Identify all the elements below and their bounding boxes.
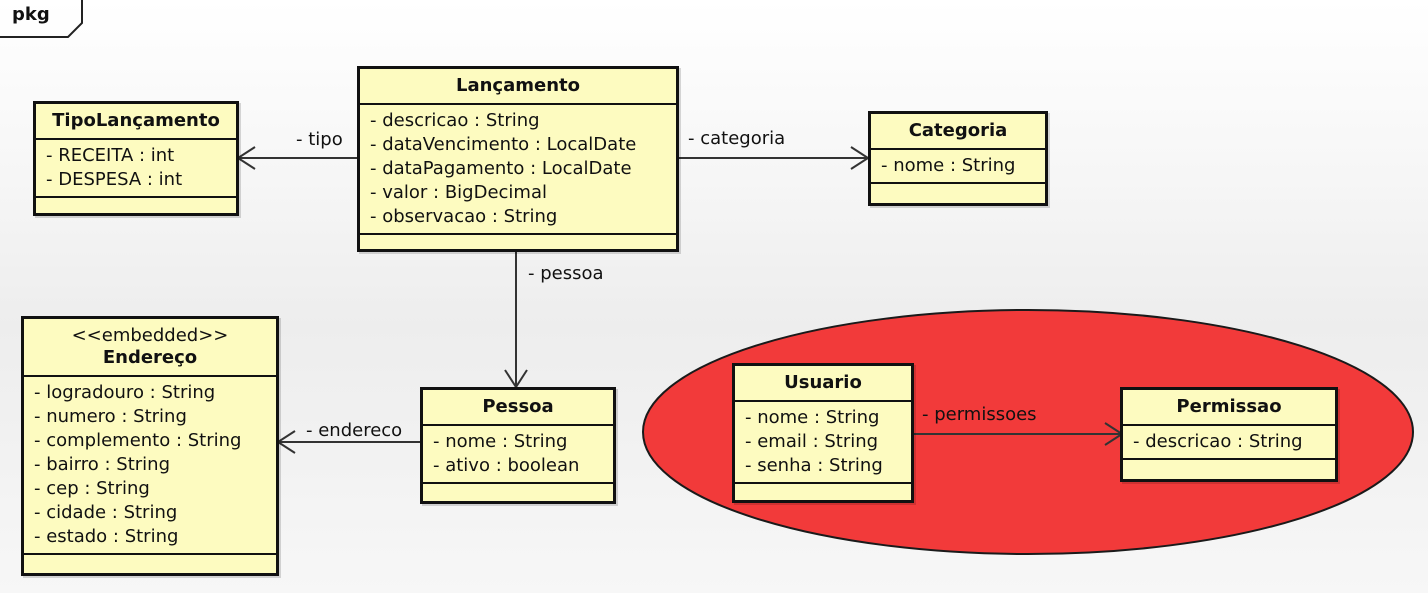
- attribute-compartment: - logradouro : String - numero : String …: [24, 377, 276, 555]
- attribute: - email : String: [745, 431, 879, 452]
- attribute: - ativo : boolean: [433, 455, 580, 476]
- attribute-compartment: - nome : String - email : String - senha…: [735, 402, 911, 484]
- package-frame: [0, 0, 83, 38]
- operation-compartment: [735, 484, 911, 498]
- operation-compartment: [1123, 460, 1335, 474]
- association-label-pessoa: - pessoa: [528, 263, 604, 284]
- association-label-permissoes: - permissoes: [922, 404, 1037, 425]
- attribute: - nome : String: [433, 431, 568, 452]
- attribute: - estado : String: [34, 526, 179, 547]
- class-header: Pessoa: [423, 390, 613, 426]
- class-name: Usuario: [784, 372, 862, 393]
- attribute: - numero : String: [34, 406, 187, 427]
- attribute: - DESPESA : int: [46, 169, 183, 190]
- association-label-categoria: - categoria: [688, 128, 786, 149]
- attribute-compartment: - nome : String - ativo : boolean: [423, 426, 613, 484]
- class-lancamento[interactable]: Lançamento - descricao : String - dataVe…: [357, 66, 679, 252]
- class-header: Usuario: [735, 366, 911, 402]
- package-label: pkg: [12, 4, 50, 25]
- class-header: Categoria: [871, 114, 1045, 150]
- attribute: - observacao : String: [370, 206, 558, 227]
- attribute-compartment: - descricao : String - dataVencimento : …: [360, 105, 676, 235]
- attribute: - nome : String: [881, 155, 1016, 176]
- attribute-compartment: - RECEITA : int - DESPESA : int: [36, 140, 236, 198]
- class-categoria[interactable]: Categoria - nome : String: [868, 111, 1048, 206]
- operation-compartment: [871, 184, 1045, 198]
- class-usuario[interactable]: Usuario - nome : String - email : String…: [732, 363, 914, 503]
- class-header: TipoLançamento: [36, 104, 236, 140]
- attribute-compartment: - descricao : String: [1123, 426, 1335, 460]
- class-permissao[interactable]: Permissao - descricao : String: [1120, 387, 1338, 482]
- attribute: - dataVencimento : LocalDate: [370, 134, 637, 155]
- class-name: Categoria: [908, 120, 1008, 141]
- class-tipo-lancamento[interactable]: TipoLançamento - RECEITA : int - DESPESA…: [33, 101, 239, 216]
- class-name: Endereço: [102, 347, 198, 368]
- attribute: - logradouro : String: [34, 382, 216, 403]
- attribute: - senha : String: [745, 455, 883, 476]
- attribute: - valor : BigDecimal: [370, 182, 547, 203]
- attribute: - cidade : String: [34, 502, 178, 523]
- class-header: Permissao: [1123, 390, 1335, 426]
- class-name: TipoLançamento: [52, 110, 220, 131]
- association-categoria: [678, 146, 870, 170]
- class-header: <<embedded>> Endereço: [24, 319, 276, 377]
- attribute: - bairro : String: [34, 454, 171, 475]
- class-name: Lançamento: [456, 75, 580, 96]
- class-header: Lançamento: [360, 69, 676, 105]
- attribute: - descricao : String: [1133, 431, 1303, 452]
- operation-compartment: [360, 235, 676, 249]
- attribute: - complemento : String: [34, 430, 242, 451]
- operation-compartment: [24, 555, 276, 569]
- association-pessoa: [504, 250, 528, 389]
- class-stereotype: <<embedded>>: [71, 325, 229, 346]
- operation-compartment: [423, 484, 613, 498]
- attribute: - descricao : String: [370, 110, 540, 131]
- association-label-tipo: - tipo: [296, 129, 343, 150]
- class-endereco[interactable]: <<embedded>> Endereço - logradouro : Str…: [21, 316, 279, 576]
- attribute-compartment: - nome : String: [871, 150, 1045, 184]
- attribute: - RECEITA : int: [46, 145, 175, 166]
- class-pessoa[interactable]: Pessoa - nome : String - ativo : boolean: [420, 387, 616, 504]
- operation-compartment: [36, 198, 236, 212]
- attribute: - nome : String: [745, 407, 880, 428]
- class-name: Pessoa: [482, 396, 554, 417]
- attribute: - dataPagamento : LocalDate: [370, 158, 632, 179]
- association-label-endereco: - endereco: [306, 420, 403, 441]
- class-name: Permissao: [1176, 396, 1282, 417]
- attribute: - cep : String: [34, 478, 150, 499]
